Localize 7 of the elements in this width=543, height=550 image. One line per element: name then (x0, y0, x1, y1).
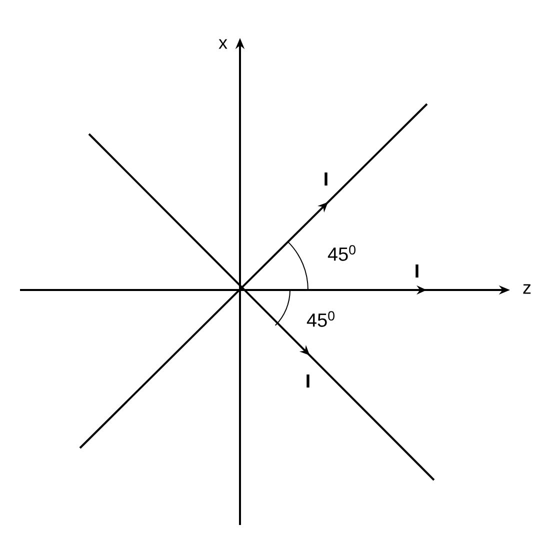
current-label: I (306, 374, 310, 388)
angle-label: 45$^{0}$ (328, 245, 356, 261)
current-label: I (416, 264, 418, 278)
current-label: I (324, 172, 328, 186)
axis-label: z (523, 284, 531, 294)
axis-label: x (218, 39, 228, 49)
angle-label: 45$^{0}$ (306, 311, 334, 327)
